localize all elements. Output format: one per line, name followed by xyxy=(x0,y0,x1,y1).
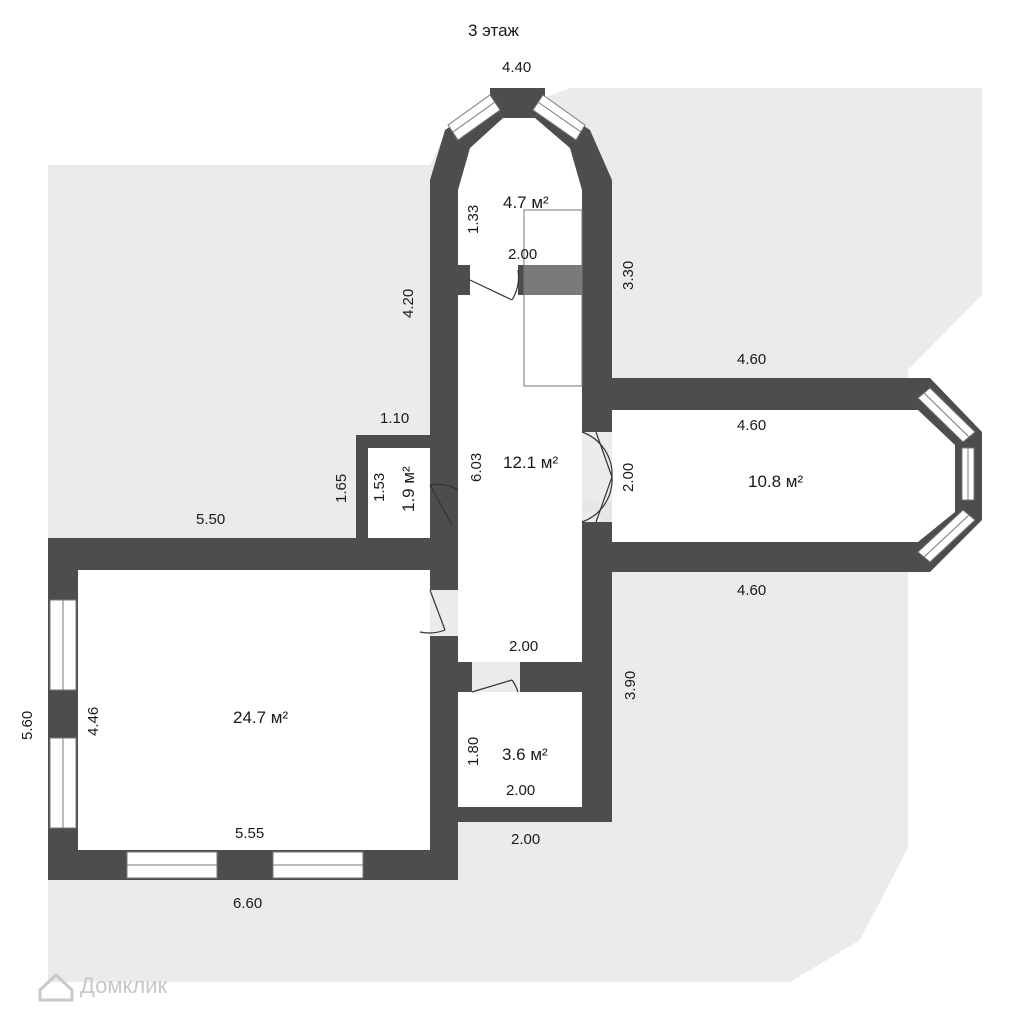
dim-top-width: 4.40 xyxy=(502,59,531,76)
dim-living-inner-width: 5.55 xyxy=(235,825,264,842)
svg-text:Домклик: Домклик xyxy=(80,973,168,998)
bay-window-right xyxy=(532,94,586,141)
dim-left-top: 5.50 xyxy=(196,511,225,528)
dim-left-upper: 4.20 xyxy=(400,289,417,318)
door-right-room xyxy=(581,431,613,523)
door-bath xyxy=(471,679,519,693)
room-area-storage: 1.9 м² xyxy=(399,466,418,512)
dim-bath-inner-width: 2.00 xyxy=(506,782,535,799)
house-icon xyxy=(38,972,74,1002)
dim-small-inner: 1.53 xyxy=(371,473,388,502)
domclick-logo: Домклик xyxy=(38,972,168,1002)
room-area-right: 10.8 м² xyxy=(748,472,803,491)
dim-right-outer-top: 4.60 xyxy=(737,351,766,368)
staircase xyxy=(523,209,583,387)
dim-small-outer: 1.65 xyxy=(333,474,350,503)
dim-bay-door: 2.00 xyxy=(508,246,537,263)
dim-bath-height: 1.80 xyxy=(465,737,482,766)
walls xyxy=(48,88,982,880)
dim-right-room-height: 2.00 xyxy=(620,463,637,492)
dim-living-inner-height: 4.46 xyxy=(85,707,102,736)
dim-right-outer-bottom: 4.60 xyxy=(737,582,766,599)
room-area-bath: 3.6 м² xyxy=(502,745,548,764)
room-area-corridor: 12.1 м² xyxy=(503,453,558,472)
windows xyxy=(49,94,976,879)
dim-right-upper: 3.30 xyxy=(620,261,637,290)
dim-right-inner-top: 4.60 xyxy=(737,417,766,434)
dim-small-top: 1.10 xyxy=(380,410,409,427)
door-storage xyxy=(429,483,459,526)
door-living xyxy=(419,589,446,634)
dim-left-outer-height: 5.60 xyxy=(19,711,36,740)
floor-title: 3 этаж xyxy=(468,21,520,40)
dim-living-outer-width: 6.60 xyxy=(233,895,262,912)
room-area-living: 24.7 м² xyxy=(233,708,288,727)
dim-corridor-length: 6.03 xyxy=(468,453,485,482)
dim-bay-height: 1.33 xyxy=(465,205,482,234)
doors xyxy=(419,269,613,693)
door-bay xyxy=(469,269,520,301)
dim-right-lower: 3.90 xyxy=(622,671,639,700)
room-floors xyxy=(78,118,950,850)
room-area-bay: 4.7 м² xyxy=(503,193,549,212)
dim-bath-outer-width: 2.00 xyxy=(511,831,540,848)
dim-bath-door: 2.00 xyxy=(509,638,538,655)
